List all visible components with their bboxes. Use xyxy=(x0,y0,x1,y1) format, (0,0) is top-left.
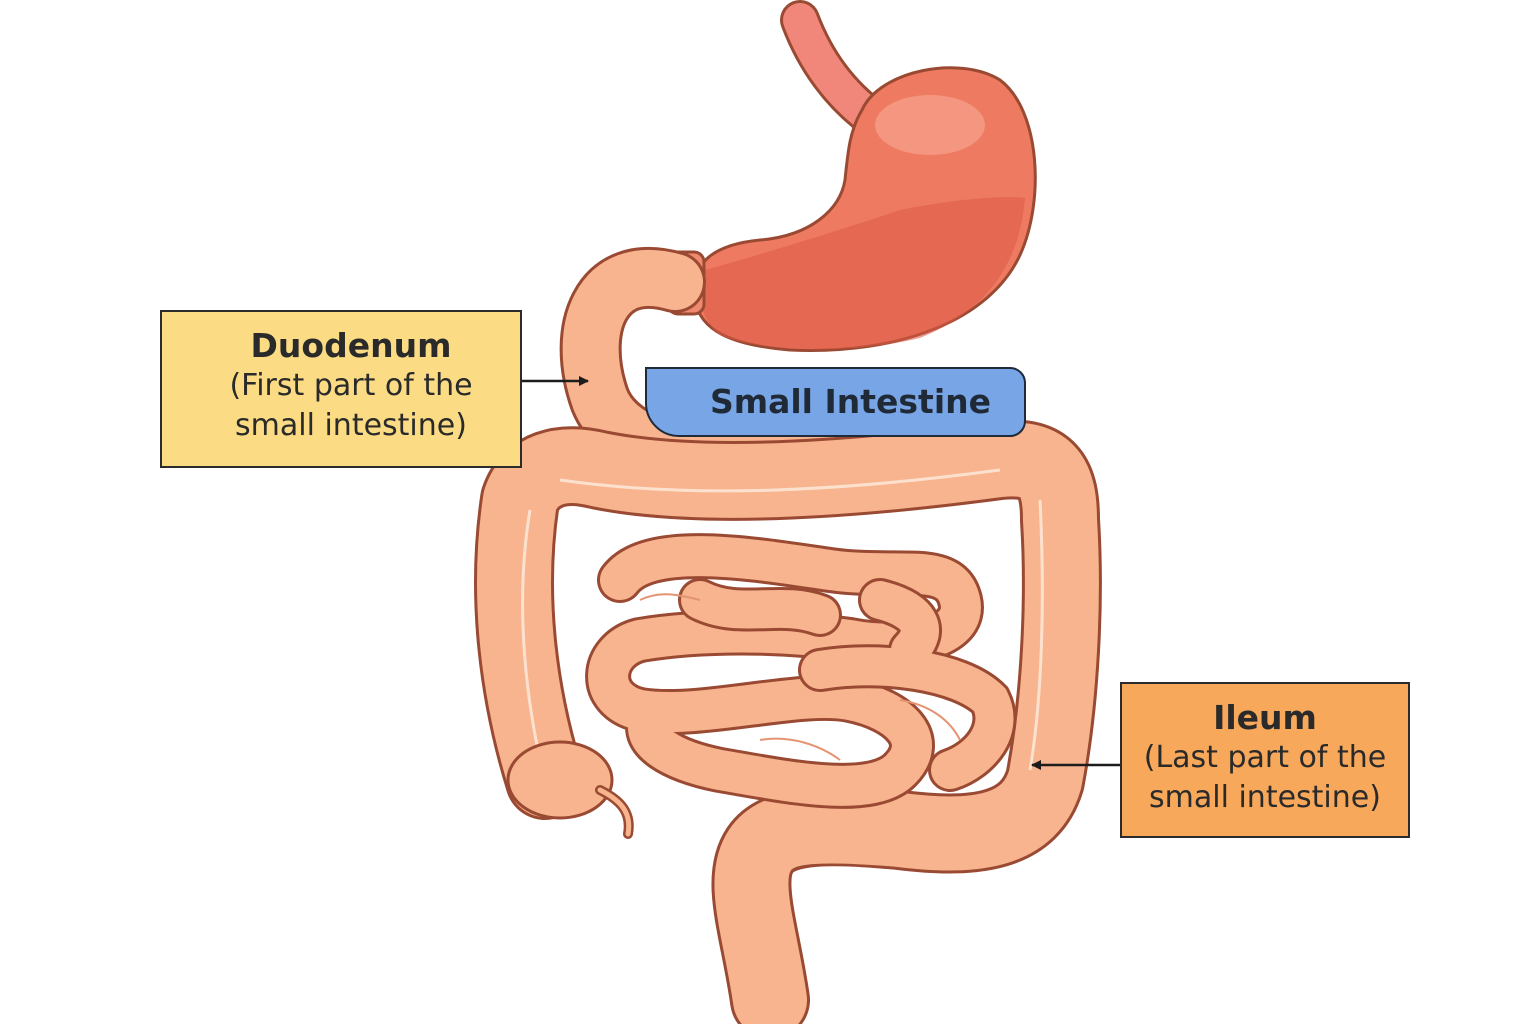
stomach-shadow xyxy=(700,197,1025,350)
cecum xyxy=(506,740,614,820)
duodenum-description-line-1: (First part of the xyxy=(229,368,473,403)
ascending-colon-fill xyxy=(477,422,1099,1024)
ileum-label-box: Ileum (Last part of the small intestine) xyxy=(1120,682,1410,838)
duodenum-title: Duodenum xyxy=(250,326,452,365)
small-intestine-label: Small Intestine xyxy=(645,367,1026,437)
duodenum-description-line-2: small intestine) xyxy=(235,408,467,443)
appendix-fill xyxy=(597,787,632,837)
colon-taenia xyxy=(521,468,1044,771)
duodenum-label-box: Duodenum (First part of the small intest… xyxy=(160,310,522,468)
small-intestine-coils xyxy=(585,533,1017,809)
ileum-description-line-2: small intestine) xyxy=(1149,780,1381,815)
ileum-description-line-1: (Last part of the xyxy=(1143,740,1387,775)
stomach-highlight xyxy=(875,95,985,155)
ileum-title: Ileum xyxy=(1213,698,1317,737)
